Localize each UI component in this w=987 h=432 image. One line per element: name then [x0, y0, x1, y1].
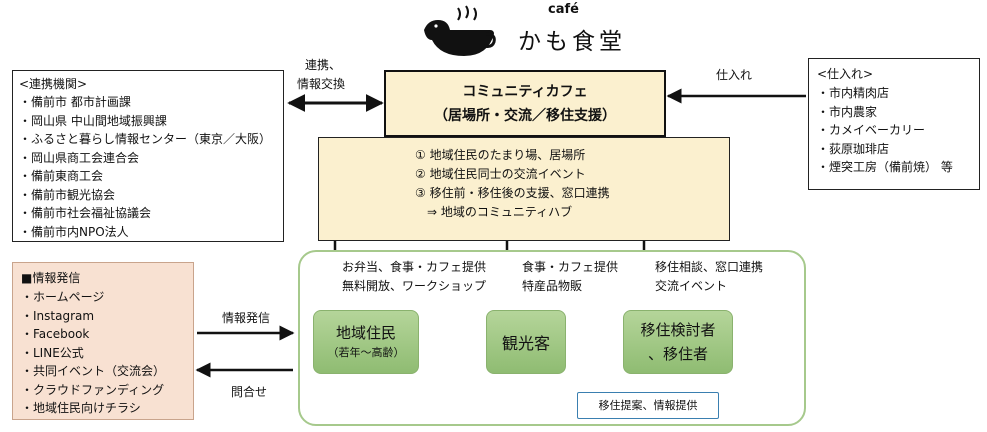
list-item: ・備前市社会福祉協議会: [19, 206, 152, 220]
list-item: ・共同イベント（交流会）: [21, 364, 166, 378]
list-item: ・備前市内NPO法人: [19, 224, 129, 239]
list-item: ・Instagram: [21, 308, 95, 323]
suppliers-list: ・市内精肉店 ・市内農家 ・カメイベーカリー ・荻原珈琲店 ・煙突工房（備前焼）…: [817, 84, 971, 177]
community-cafe-box: コミュニティカフェ （居場所・交流／移住支援）: [384, 70, 666, 137]
info-title: ■情報発信: [21, 271, 81, 285]
residents-label: 地域住民: [335, 324, 396, 342]
cafe-point-1: ① 地域住民のたまり場、居場所: [415, 148, 586, 162]
residents-sublabel: （若年〜高齢）: [327, 346, 405, 359]
flow-label-col1-a: お弁当、食事・カフェ提供: [342, 260, 487, 274]
list-item: ・岡山県商工会連合会: [19, 150, 140, 165]
flow-label-col2-a: 食事・カフェ提供: [522, 260, 619, 274]
toiawase-label: 問合せ: [231, 385, 268, 399]
list-item: ・岡山県 中山間地域振興課: [19, 113, 167, 128]
logo-name-text: かも食堂: [518, 29, 626, 55]
list-item: ・LINE公式: [21, 345, 84, 360]
list-item: ・クラウドファンディング: [21, 382, 165, 397]
flow-label-col3-a: 移住相談、窓口連携: [655, 260, 764, 274]
cafe-point-3: ③ 移住前・移住後の支援、窓口連携: [415, 186, 610, 200]
flow-label-col2-b: 特産品物販: [522, 279, 583, 293]
tourists-box: 観光客: [486, 310, 566, 374]
cafe-title: コミュニティカフェ: [462, 84, 588, 100]
cafe-point-2: ② 地域住民同士の交流イベント: [415, 167, 586, 181]
list-item: ・ホームページ: [21, 290, 105, 304]
list-item: ・煙突工房（備前焼） 等: [817, 160, 953, 174]
list-item: ・市内精肉店: [817, 86, 890, 100]
migrants-box: 移住検討者 、移住者: [623, 310, 733, 374]
duck-cup-logo-icon: [424, 5, 496, 56]
callout-box: 移住提案、情報提供: [577, 392, 719, 419]
list-item: ・荻原珈琲店: [817, 141, 890, 156]
list-item: ・市内農家: [817, 104, 878, 119]
suppliers-title: <仕入れ>: [817, 67, 874, 81]
cafe-subtitle: （居場所・交流／移住支援）: [434, 108, 616, 124]
partner-list: ・備前市 都市計画課 ・岡山県 中山間地域振興課 ・ふるさと暮らし情報センター（…: [19, 93, 277, 241]
renkei-label-2: 情報交換: [297, 77, 346, 91]
list-item: ・ふるさと暮らし情報センター（東京／大阪）: [19, 132, 272, 146]
logo: café かも食堂: [418, 2, 638, 60]
tourists-label: 観光客: [501, 334, 550, 353]
list-item: ・カメイベーカリー: [817, 123, 926, 137]
partner-organizations-box: <連携機関> ・備前市 都市計画課 ・岡山県 中山間地域振興課 ・ふるさと暮らし…: [12, 70, 284, 242]
renkei-label-1: 連携、: [305, 58, 342, 72]
migrants-label-2: 、移住者: [647, 345, 708, 363]
list-item: ・備前市観光協会: [19, 187, 116, 202]
flow-label-col1-b: 無料開放、ワークショップ: [342, 279, 487, 293]
list-item: ・Facebook: [21, 327, 90, 341]
shiire-label: 仕入れ: [716, 68, 753, 82]
list-item: ・備前市 都市計画課: [19, 95, 131, 109]
callout-text: 移住提案、情報提供: [598, 399, 698, 412]
flow-label-col3-b: 交流イベント: [655, 279, 728, 293]
cafe-hub: ⇒ 地域のコミュニティハブ: [427, 205, 573, 219]
residents-box: 地域住民 （若年〜高齢）: [313, 310, 419, 374]
info-dissemination-box: ■情報発信 ・ホームページ ・Instagram ・Facebook ・LINE…: [12, 262, 194, 420]
migrants-label-1: 移住検討者: [640, 321, 716, 339]
cafe-features-box: ① 地域住民のたまり場、居場所 ② 地域住民同士の交流イベント ③ 移住前・移住…: [318, 137, 730, 241]
logo-cafe-text: café: [548, 2, 579, 17]
list-item: ・地域住民向けチラシ: [21, 401, 141, 415]
suppliers-box: <仕入れ> ・市内精肉店 ・市内農家 ・カメイベーカリー ・荻原珈琲店 ・煙突工…: [808, 58, 980, 190]
info-list: ・ホームページ ・Instagram ・Facebook ・LINE公式 ・共同…: [21, 288, 185, 418]
partner-title: <連携機関>: [19, 77, 88, 91]
list-item: ・備前東商工会: [19, 169, 104, 183]
joho-hasshin-label: 情報発信: [222, 311, 271, 325]
